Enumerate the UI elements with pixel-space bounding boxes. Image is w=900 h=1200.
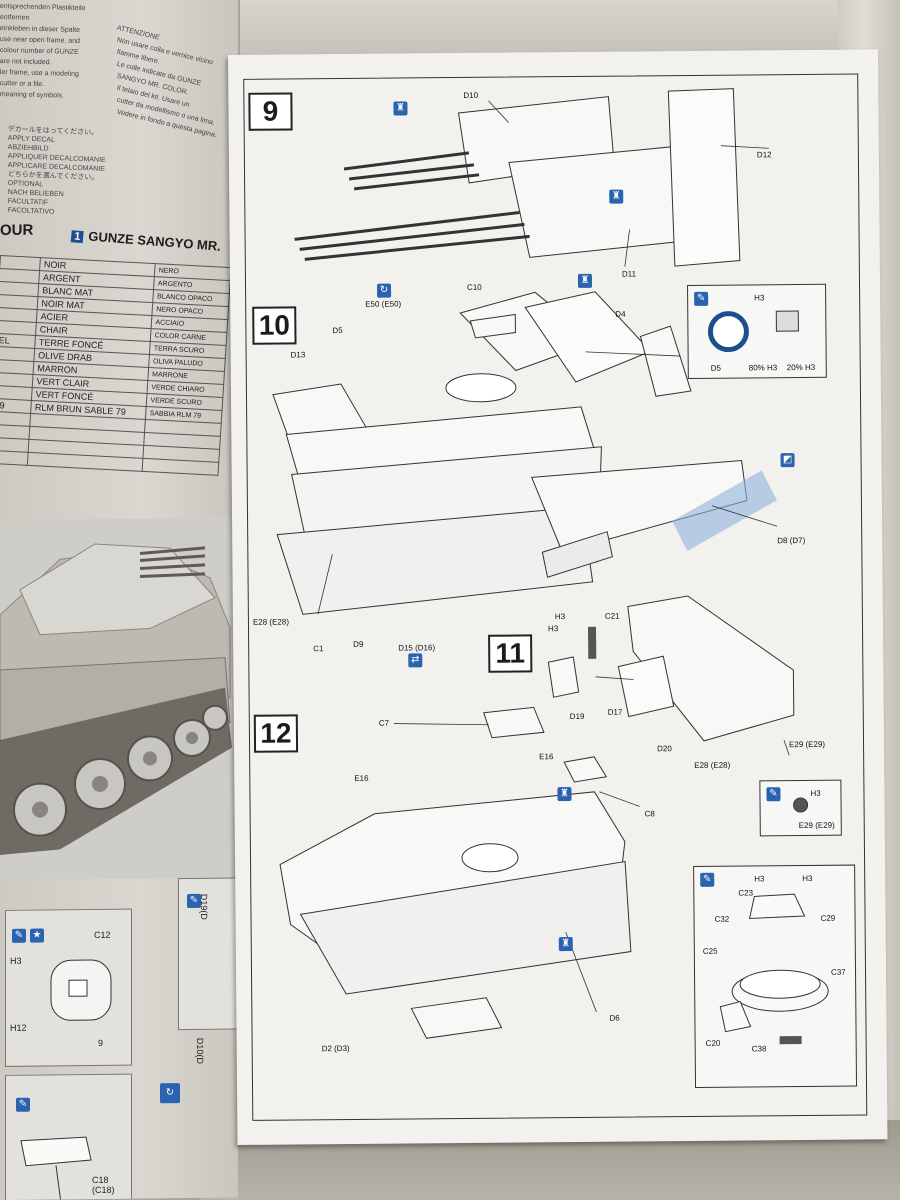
label-d19: D19(D: [199, 893, 209, 920]
left-page-text-line: entsprechenden Plastikteile: [0, 2, 86, 13]
gunze-heading-text: GUNZE SANGYO MR.: [87, 228, 222, 254]
paint-table-cell: [0, 437, 30, 453]
reverse-side-icon: ↻: [160, 1083, 180, 1104]
gunze-number: 1: [70, 230, 84, 244]
part-label-c8: C8: [644, 809, 655, 819]
left-page-text-line: are not included.: [0, 57, 52, 67]
periscope-detail-drawing: [707, 310, 799, 353]
left-page-text-line: meaning of symbols.: [0, 90, 65, 100]
left-detail-panel-3: ✎ D19(D: [178, 877, 238, 1031]
part-label-c7: C7: [378, 718, 390, 728]
turret-part-drawing: [50, 959, 112, 1021]
left-page-text-line: use near open frame, and: [0, 35, 81, 45]
part-label-e16-a: E16: [354, 773, 369, 783]
step-11-paint-detail: ✎ H3 E29 (E29): [759, 779, 842, 837]
left-page-text-line: colour number of GUNZE: [0, 46, 79, 56]
step-10-paint-detail: ✎ H3 D5 80% H3 20% H3: [687, 283, 827, 379]
step-12-turret-ring-detail: ✎ H3 H3 C23 C32 C29 C25 C37 C20 C38: [693, 864, 858, 1088]
label-d10: D10(D: [195, 1037, 205, 1064]
cement-icon: ♜: [558, 937, 573, 952]
left-page-text-line: entfernen: [0, 13, 30, 22]
paint-table-cell: [142, 458, 219, 476]
part-label-e16-b: E16: [539, 752, 554, 762]
part-label-d2: D2 (D3): [321, 1043, 350, 1054]
step-12-drawing: [279, 706, 640, 1039]
step-10-drawing: [272, 291, 778, 615]
colour-heading: OUR: [0, 221, 34, 239]
turret-ring-drawing: [719, 893, 829, 1045]
hatch-part-drawing: [20, 1136, 92, 1200]
paint-table-cell: [0, 450, 29, 466]
assembly-instruction-sheet: 9 10 11 12 ♜ ♜ ♜ D10 D12 D11: [228, 49, 888, 1145]
left-page-text-line: cutter or a file.: [0, 79, 45, 89]
tank-model-photo: [0, 517, 238, 880]
left-page-text-line: ler frame, use a modeling: [0, 68, 79, 78]
cement-icon: ♜: [557, 787, 572, 802]
e29-detail-drawing: [793, 797, 809, 813]
left-detail-panel-1: ✎ ★ C12 H3 H12 9: [5, 908, 132, 1067]
step-9-drawing: [294, 88, 769, 267]
part-label-d6: D6: [609, 1013, 620, 1023]
step-11-drawing: [547, 595, 795, 756]
left-detail-panel-2: ✎ C18 (C18): [5, 1073, 132, 1200]
left-page-text-line: FACOLTATIVO: [7, 206, 55, 216]
left-page-text-line: einkleben in dieser Spalte: [0, 24, 81, 34]
